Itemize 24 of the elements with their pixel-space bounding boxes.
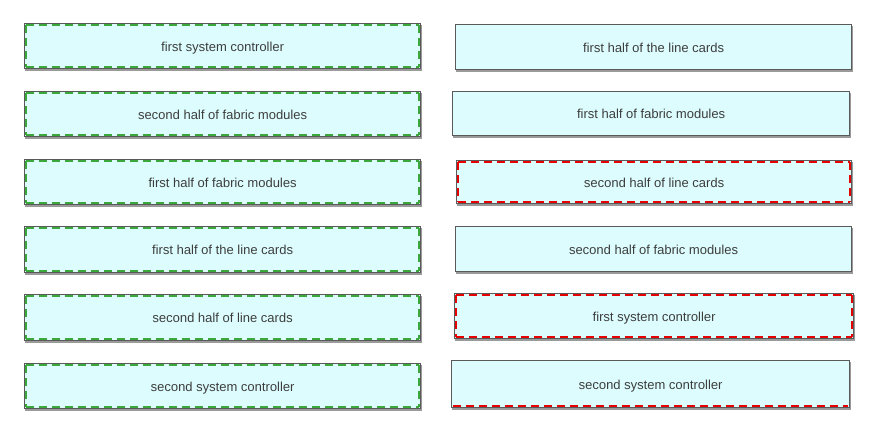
answer-card (452, 91, 850, 136)
card-label: first system controller (592, 308, 716, 324)
card-label: first half of fabric modules (148, 174, 297, 190)
card-label: second half of fabric modules (568, 242, 738, 256)
answer-card (24, 23, 421, 69)
answer-card (456, 160, 852, 204)
answer-card (24, 226, 421, 273)
card-label: first half of fabric modules (576, 106, 726, 121)
card-label: first half of the line cards (583, 40, 724, 54)
card-label: first system controller (161, 38, 284, 54)
answer-card (24, 91, 421, 137)
card-label: second half of line cards (584, 174, 724, 190)
answer-card (454, 293, 854, 339)
answer-card (24, 159, 421, 205)
answer-card (24, 363, 421, 409)
card-label: second half of fabric modules (138, 106, 308, 122)
card-label: second system controller (578, 376, 722, 392)
answer-card (455, 226, 852, 272)
card-label: second half of line cards (152, 310, 293, 325)
answer-card (455, 24, 852, 70)
card-label: second system controller (150, 378, 294, 394)
card-label: first half of the line cards (152, 242, 293, 257)
answer-card (24, 294, 421, 341)
answer-card (451, 360, 850, 408)
